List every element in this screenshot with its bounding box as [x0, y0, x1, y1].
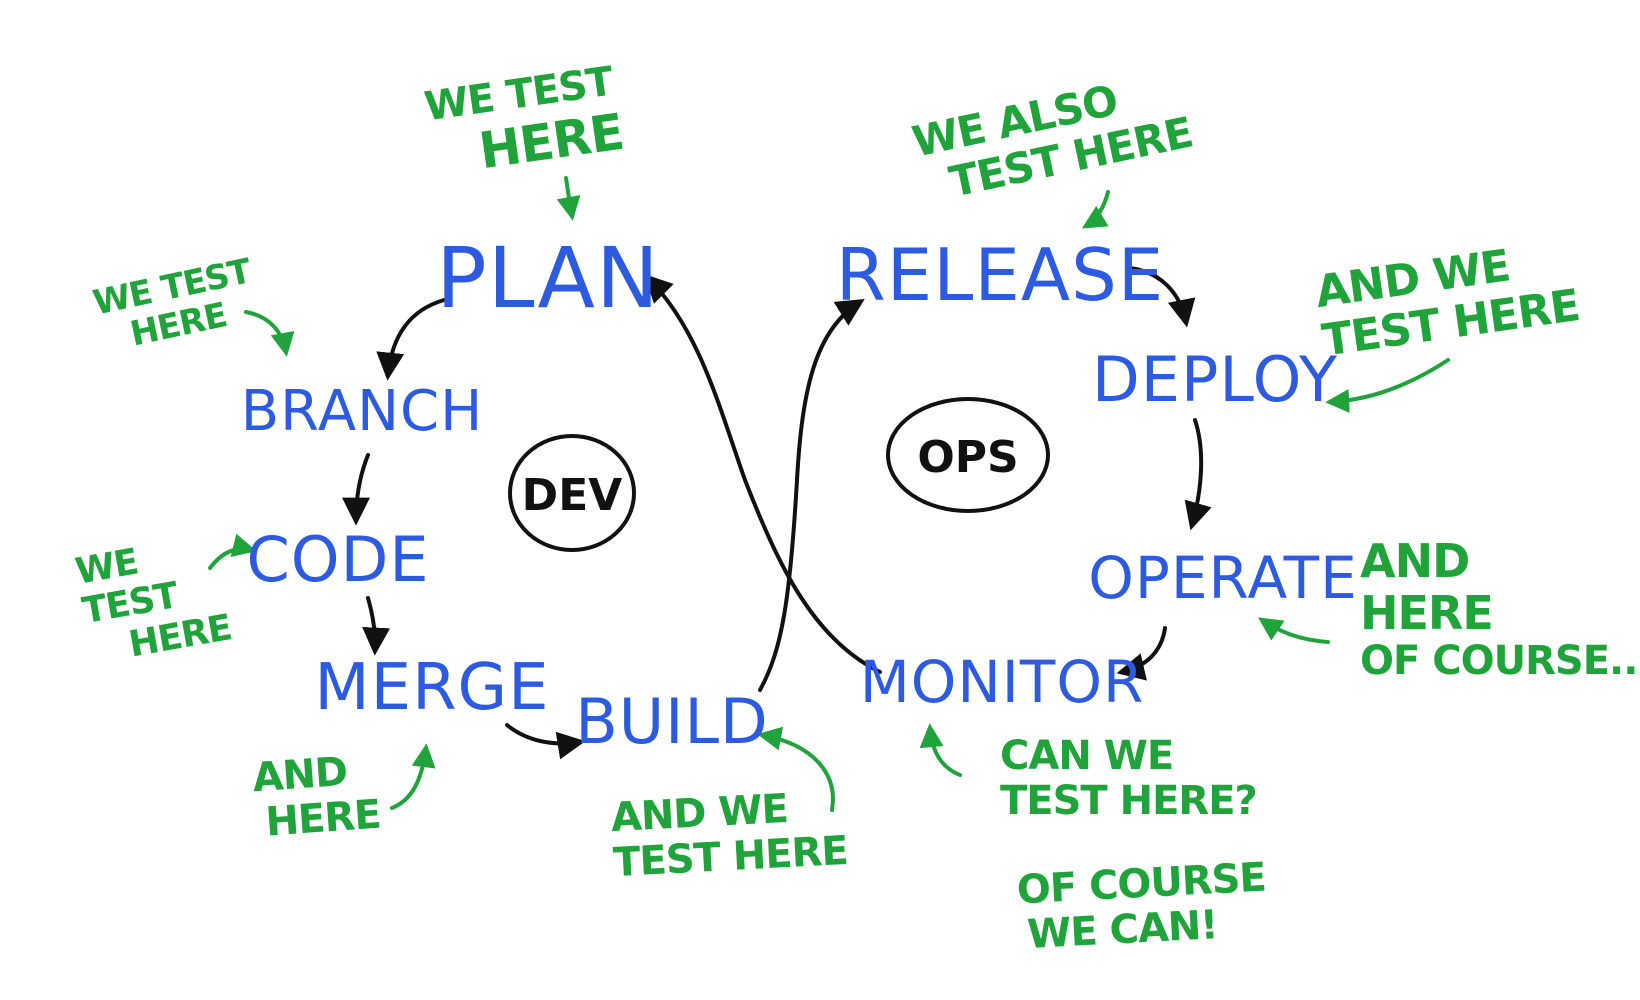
hub-ops-label: OPS — [917, 432, 1019, 483]
flow-arrows — [342, 266, 1212, 760]
note-code: WE TEST HERE — [72, 528, 235, 672]
note-monitor: CAN WE TEST HERE? — [1000, 733, 1258, 824]
stage-merge: MERGE — [314, 651, 550, 725]
stage-release: RELEASE — [835, 233, 1165, 317]
note-arrow-release — [1081, 190, 1110, 229]
note-build: AND WE TEST HERE — [610, 784, 849, 886]
arrow-code-to-merge — [362, 596, 391, 656]
note-arrow-deploy — [1325, 358, 1450, 414]
arrow-release-to-deploy — [1128, 266, 1196, 328]
arrow-build-to-release — [758, 299, 865, 692]
note-arrow-monitor — [919, 723, 962, 777]
stage-monitor: MONITOR — [859, 648, 1145, 716]
arrow-operate-to-monitor — [1116, 626, 1167, 681]
note-arrow-build — [757, 726, 835, 812]
note-monitor-answer: OF COURSE WE CAN! — [1016, 855, 1269, 959]
arrow-monitor-to-plan — [644, 274, 882, 674]
arrow-merge-to-build — [505, 723, 586, 760]
hub-dev-label: DEV — [521, 470, 623, 521]
stage-code: CODE — [246, 523, 430, 596]
note-arrow-operate — [1258, 617, 1330, 644]
note-arrow-merge — [390, 743, 436, 810]
stage-build: BUILD — [575, 685, 769, 758]
stage-deploy: DEPLOY — [1092, 343, 1338, 416]
stage-plan: PLAN — [436, 229, 660, 327]
note-monitor-line-2: TEST HERE? — [1000, 777, 1258, 824]
stage-branch: BRANCH — [240, 379, 484, 444]
stage-operate: OPERATE — [1088, 544, 1358, 612]
note-merge: AND HERE — [251, 748, 382, 846]
note-monitor-line-1: CAN WE — [1000, 733, 1174, 779]
arrow-deploy-to-operate — [1184, 418, 1212, 531]
arrow-plan-to-branch — [376, 298, 446, 381]
note-operate-line-2: HERE — [1360, 585, 1494, 640]
hub-circles — [508, 397, 1050, 552]
note-merge-line-2: HERE — [264, 791, 382, 846]
dev-circle — [508, 434, 636, 552]
note-arrow-branch — [244, 310, 295, 357]
note-arrows — [208, 176, 1450, 812]
note-operate-line-1: AND — [1360, 534, 1470, 588]
arrow-branch-to-code — [342, 453, 371, 526]
note-operate: AND HERE OF COURSE... — [1360, 534, 1640, 685]
note-arrow-code — [208, 533, 257, 570]
note-operate-line-3: OF COURSE... — [1360, 638, 1640, 685]
ops-circle — [886, 397, 1050, 513]
note-arrow-plan — [556, 176, 581, 221]
